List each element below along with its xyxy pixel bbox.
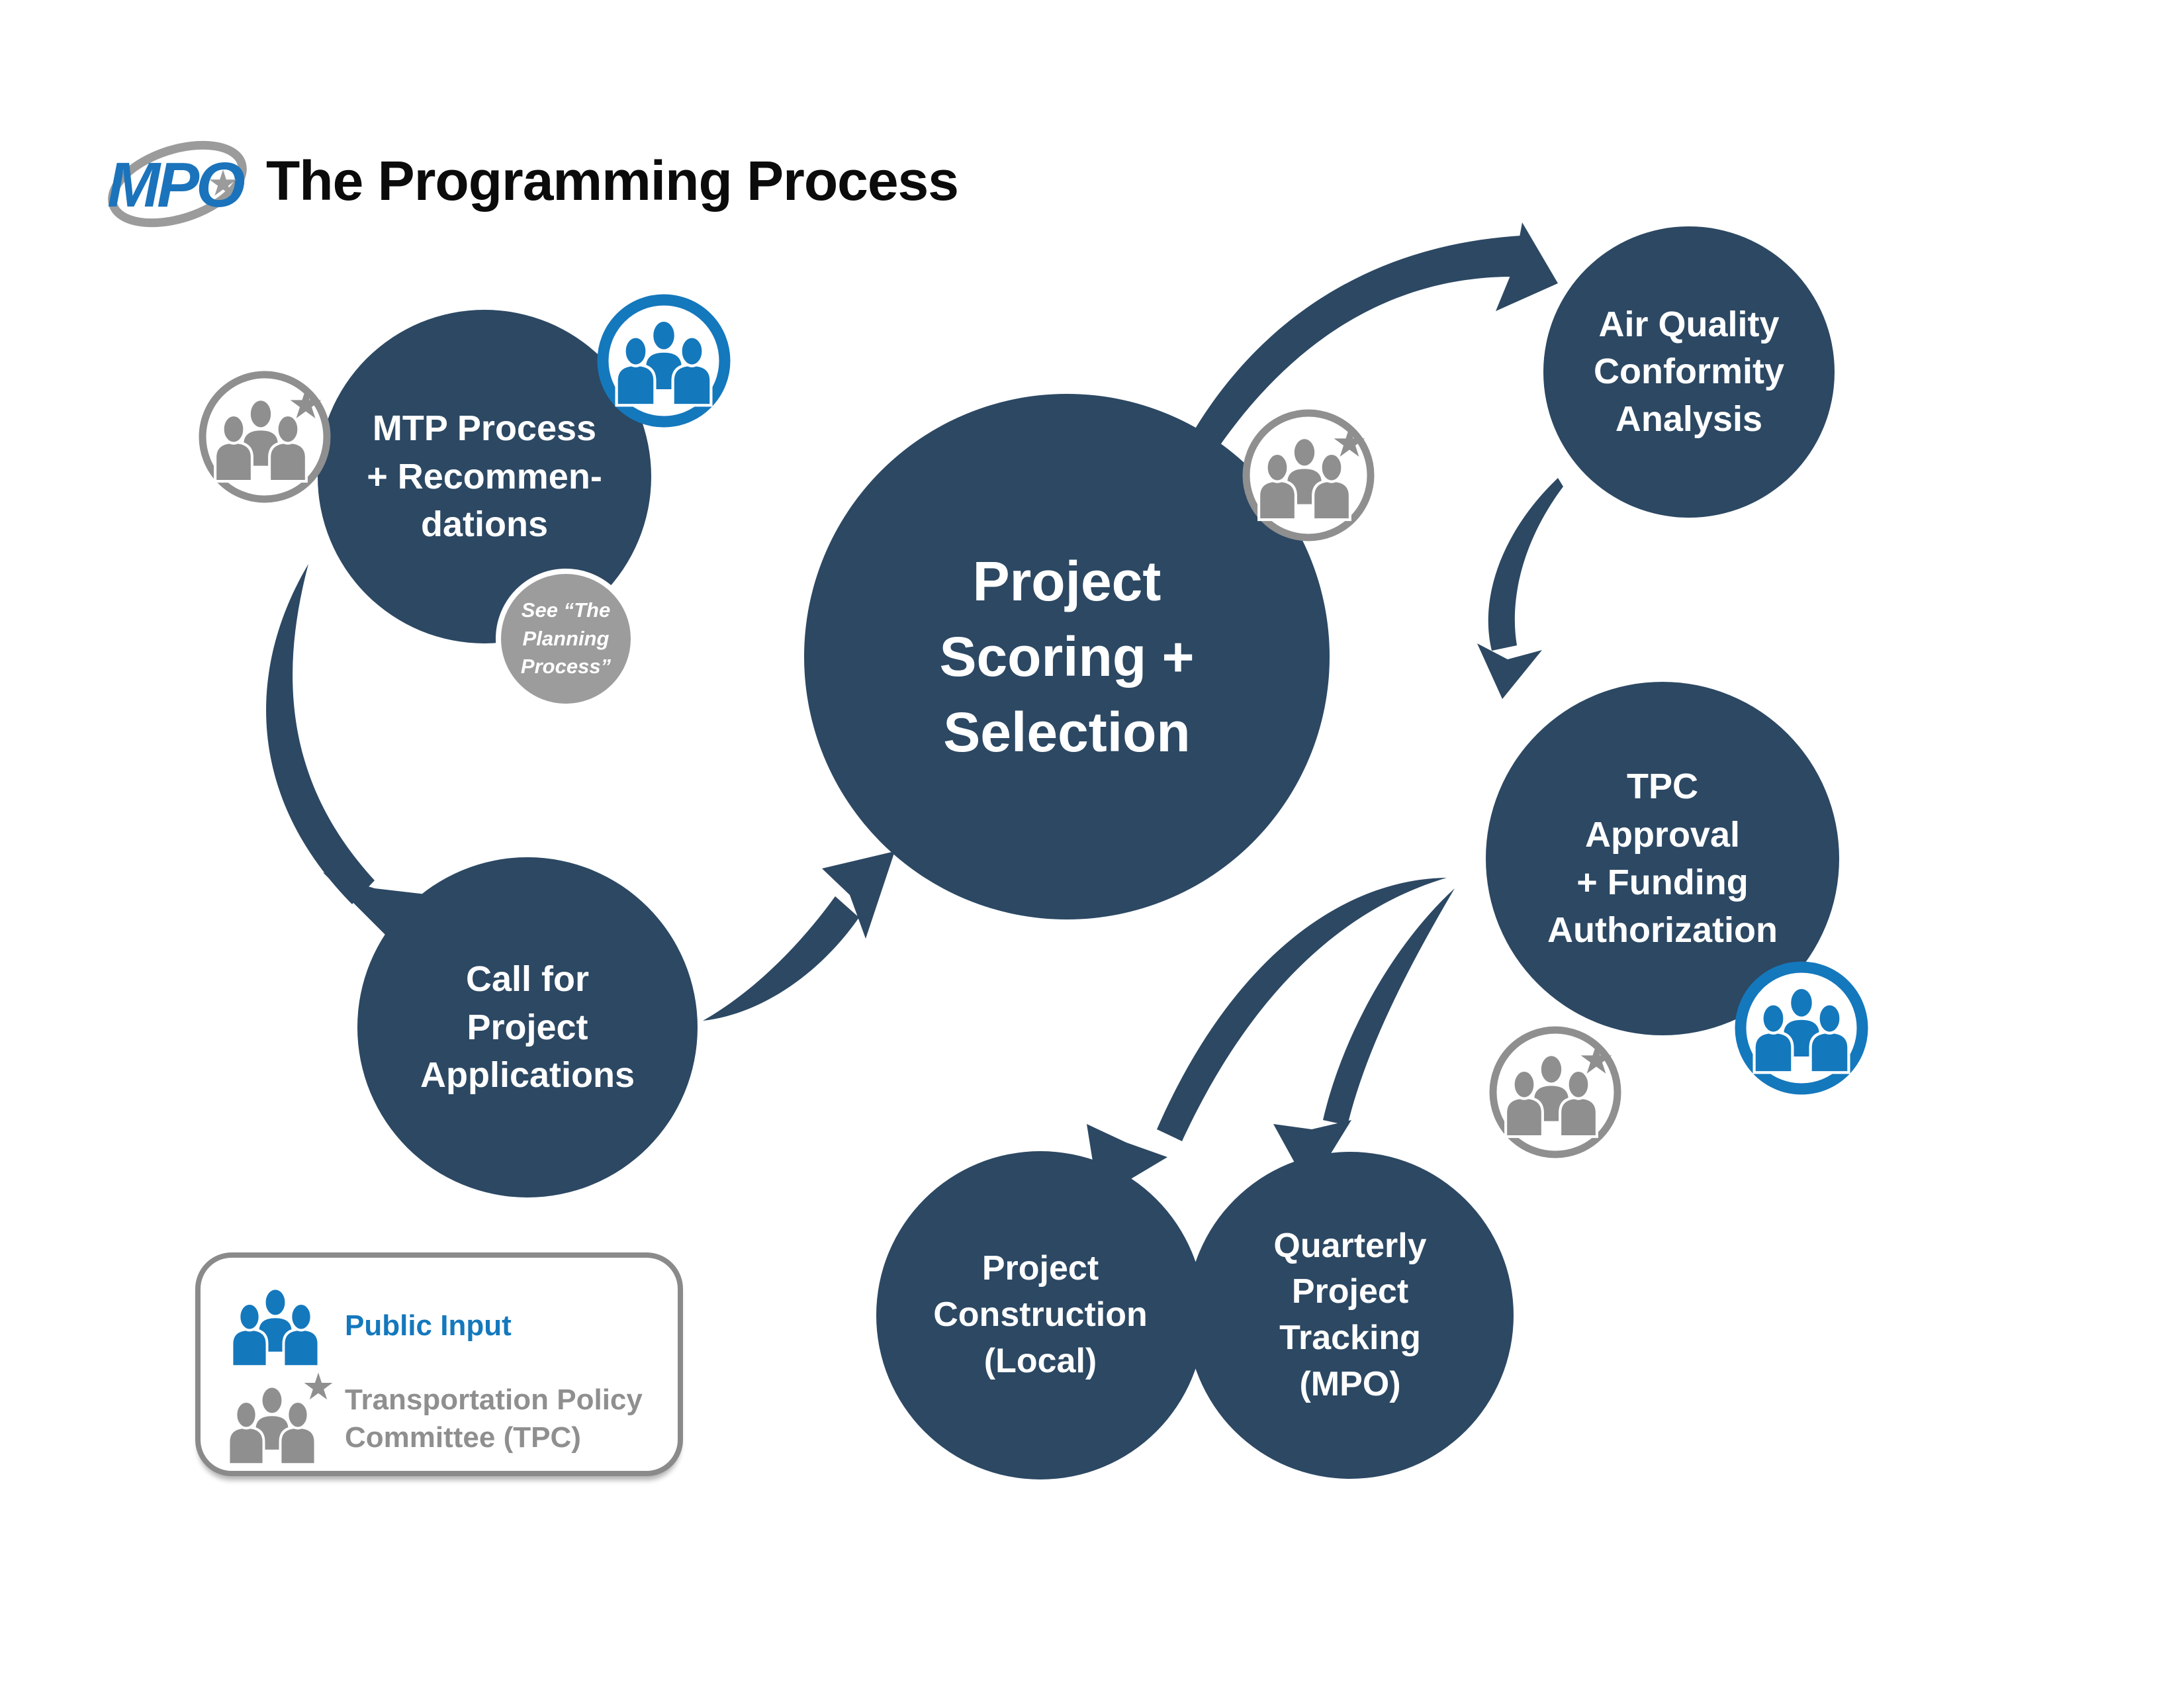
public-input-badge-icon xyxy=(1735,961,1868,1095)
tpc-committee-badge-icon xyxy=(1489,1026,1621,1158)
node-project-scoring-selection-label: Project Scoring + Selection xyxy=(939,549,1195,764)
page-title: The Programming Process xyxy=(266,150,959,212)
arrowhead-air-to-approval-icon xyxy=(1477,643,1542,699)
tpc-committee-badge-icon xyxy=(1242,409,1375,541)
arrow-air-to-approval-icon xyxy=(1488,478,1563,651)
arrow-mtp-to-call-icon xyxy=(266,564,375,904)
node-planning-process-note: See “The Planning Process” xyxy=(496,569,636,709)
tpc-committee-icon xyxy=(227,1372,333,1466)
public-input-badge-icon xyxy=(597,294,731,428)
public-input-icon xyxy=(230,1287,320,1368)
legend-public-input-label: Public Input xyxy=(345,1309,512,1342)
legend-row-tpc: Transportation Policy Committee (TPC) xyxy=(219,1369,643,1468)
legend-box: Public Input Transportation Policy Commi… xyxy=(195,1252,683,1476)
arrow-approval-to-construction-icon xyxy=(1157,878,1447,1141)
node-quarterly-tracking: Quarterly Project Tracking (MPO) xyxy=(1187,1152,1514,1479)
node-planning-process-note-label: See “The Planning Process” xyxy=(520,598,612,679)
node-tpc-approval-funding-label: TPC Approval + Funding Authorization xyxy=(1547,767,1778,951)
arrow-approval-to-tracking-icon xyxy=(1323,888,1455,1125)
legend-row-public-input: Public Input xyxy=(219,1283,512,1369)
node-call-for-applications: Call for Project Applications xyxy=(357,857,698,1197)
arrow-call-to-scoring-icon xyxy=(703,896,859,1021)
node-project-construction: Project Construction (Local) xyxy=(876,1151,1205,1479)
node-air-quality-analysis: Air Quality Conformity Analysis xyxy=(1543,226,1835,518)
node-project-scoring-selection: Project Scoring + Selection xyxy=(804,394,1330,919)
node-mtp-process-label: MTP Process + Recommen- dations xyxy=(367,408,602,545)
arrowhead-approval-to-tracking-icon xyxy=(1273,1120,1351,1189)
logo-orbit-icon xyxy=(108,140,247,228)
node-call-for-applications-label: Call for Project Applications xyxy=(420,959,635,1096)
legend-tpc-label: Transportation Policy Committee (TPC) xyxy=(345,1383,643,1454)
node-project-construction-label: Project Construction (Local) xyxy=(933,1249,1148,1380)
mpo-logo: MPO xyxy=(107,140,248,228)
tpc-committee-badge-icon xyxy=(199,371,331,503)
node-air-quality-analysis-label: Air Quality Conformity Analysis xyxy=(1594,305,1784,439)
node-quarterly-tracking-label: Quarterly Project Tracking (MPO) xyxy=(1273,1226,1427,1403)
arrowhead-call-to-scoring-icon xyxy=(822,851,895,939)
arrowhead-scoring-to-air-icon xyxy=(1496,222,1558,311)
